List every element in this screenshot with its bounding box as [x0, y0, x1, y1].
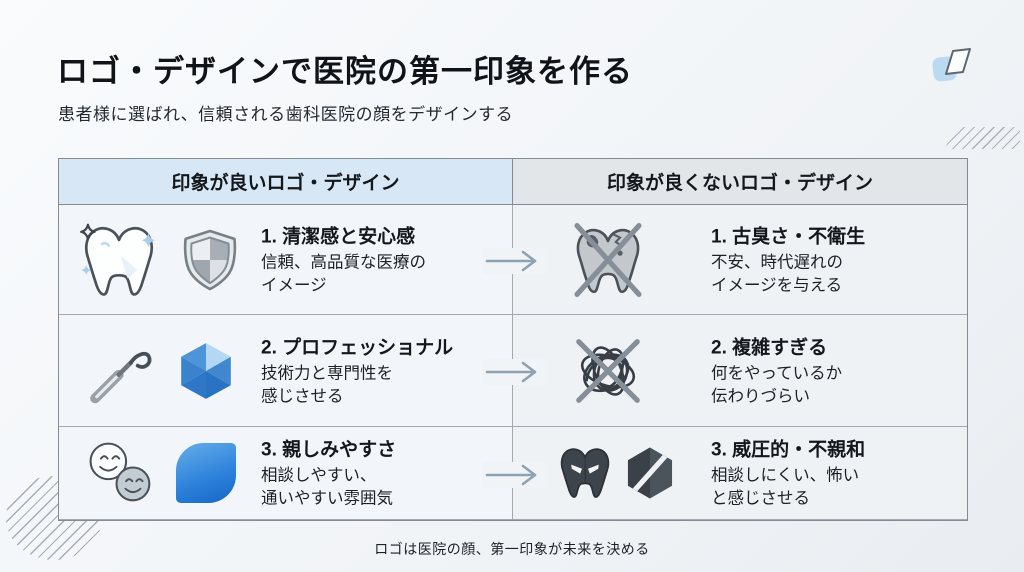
bad-item-3: 3. 威圧的・不親和 相談しにくい、怖い と感じさせる: [711, 434, 961, 511]
good-item-3-desc: 相談しやすい、 通いやすい雰囲気: [261, 466, 393, 508]
arrow-right-icon: [483, 248, 545, 274]
cell-good-2: 2. プロフェッショナル 技術力と専門性を 感じさせる: [59, 315, 513, 426]
cell-good-3: 3. 親しみやすさ 相談しやすい、 通いやすい雰囲気: [59, 427, 513, 519]
header-good-design: 印象が良いロゴ・デザイン: [59, 159, 513, 204]
decayed-tooth-crossed-icon: [574, 222, 642, 297]
cell-bad-3: 3. 威圧的・不親和 相談しにくい、怖い と感じさせる: [513, 427, 967, 519]
smiley-faces-icon: [89, 442, 151, 502]
comparison-table: 印象が良いロゴ・デザイン 印象が良くないロゴ・デザイン: [58, 158, 968, 521]
dental-probe-icon: [90, 351, 152, 403]
good-item-2-desc: 技術力と専門性を 感じさせる: [261, 364, 393, 406]
page-subtitle: 患者様に選ばれ、信頼される歯科医院の顔をデザインする: [58, 105, 514, 124]
scribble-crossed-icon: [576, 338, 640, 403]
striped-hexagon-icon: [627, 447, 673, 499]
bad-item-3-title: 3. 威圧的・不親和: [711, 439, 866, 461]
sparkle-tooth-icon: [80, 223, 156, 296]
menacing-tooth-icon: [560, 448, 610, 498]
bad-item-2-title: 2. 複雑すぎる: [711, 337, 828, 359]
cell-bad-2: 2. 複雑すぎる 何をやっているか 伝わりづらい: [513, 315, 967, 426]
cell-good-1: 1. 清潔感と安心感 信頼、高品質な医療の イメージ: [59, 205, 513, 314]
good-item-1-desc: 信頼、高品質な医療の イメージ: [261, 253, 426, 295]
page-title: ロゴ・デザインで医院の第一印象を作る: [57, 54, 633, 89]
hatch-decoration-top-right: [944, 127, 1020, 149]
faceted-cube-logo-icon: [181, 342, 231, 399]
good-item-3: 3. 親しみやすさ 相談しやすい、 通いやすい雰囲気: [261, 434, 506, 511]
header-bad-design: 印象が良くないロゴ・デザイン: [513, 159, 967, 204]
bad-item-1: 1. 古臭さ・不衛生 不安、時代遅れの イメージを与える: [711, 221, 961, 298]
arrow-right-icon: [483, 359, 545, 385]
bad-item-2-desc: 何をやっているか 伝わりづらい: [711, 364, 843, 406]
bad-item-2: 2. 複雑すぎる 何をやっているか 伝わりづらい: [711, 332, 961, 409]
arrow-right-icon: [483, 462, 545, 488]
diamond-decoration-icon: [932, 48, 971, 82]
leaf-logo-icon: [176, 442, 236, 503]
table-row: 3. 親しみやすさ 相談しやすい、 通いやすい雰囲気: [59, 427, 967, 520]
bad-item-1-title: 1. 古臭さ・不衛生: [711, 226, 866, 248]
good-item-2-title: 2. プロフェッショナル: [261, 337, 454, 359]
good-item-1-title: 1. 清潔感と安心感: [261, 226, 416, 248]
bad-item-3-desc: 相談しにくい、怖い と感じさせる: [711, 466, 860, 508]
good-item-2: 2. プロフェッショナル 技術力と専門性を 感じさせる: [261, 332, 506, 409]
cell-bad-1: 1. 古臭さ・不衛生 不安、時代遅れの イメージを与える: [513, 205, 967, 314]
good-item-1: 1. 清潔感と安心感 信頼、高品質な医療の イメージ: [261, 221, 506, 298]
bad-item-1-desc: 不安、時代遅れの イメージを与える: [711, 253, 843, 295]
table-row: 2. プロフェッショナル 技術力と専門性を 感じさせる 2. 複: [59, 315, 967, 427]
good-item-3-title: 3. 親しみやすさ: [261, 439, 397, 461]
footer-tagline: ロゴは医院の顔、第一印象が未来を決める: [374, 541, 650, 557]
check-shield-icon: [183, 229, 237, 290]
table-row: 1. 清潔感と安心感 信頼、高品質な医療の イメージ 1. 古臭さ・不衛生 不安…: [59, 205, 967, 315]
table-header-row: 印象が良いロゴ・デザイン 印象が良くないロゴ・デザイン: [59, 159, 967, 205]
